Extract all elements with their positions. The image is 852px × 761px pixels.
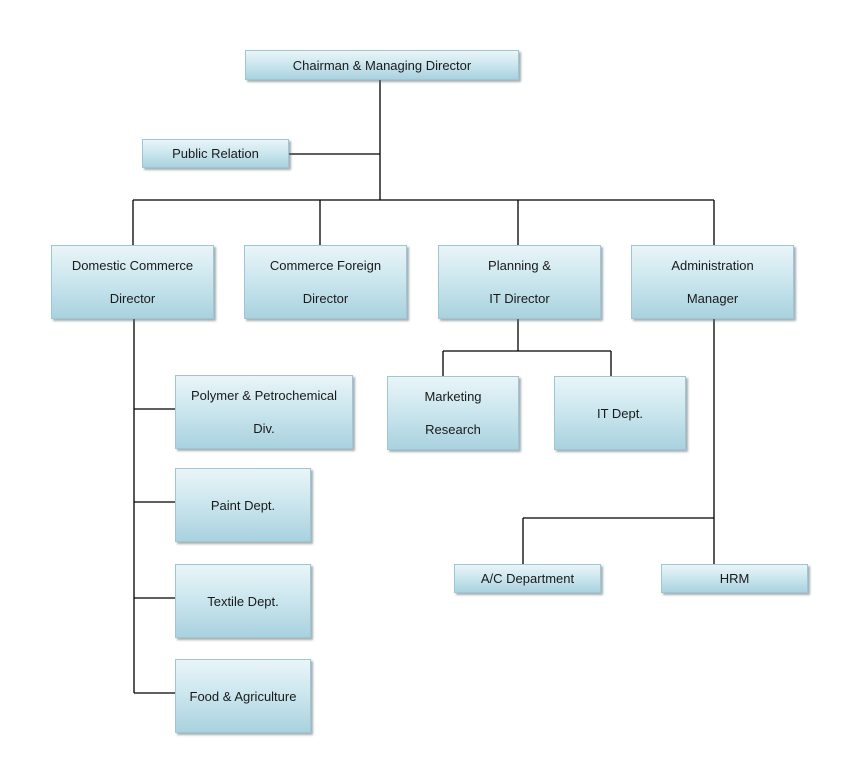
node-public-relation: Public Relation <box>142 139 289 168</box>
node-label-line2: Div. <box>253 421 275 436</box>
node-label-line1: Polymer & Petrochemical <box>191 388 337 403</box>
node-label-line2: Director <box>302 291 349 306</box>
node-label-line2: Director <box>109 291 156 306</box>
node-label-line2: Research <box>425 422 481 437</box>
node-ac-department: A/C Department <box>454 564 601 593</box>
node-label: A/C Department <box>480 571 575 586</box>
node-food-agriculture: Food & Agriculture <box>175 659 311 733</box>
node-marketing-research: Marketing Research <box>387 376 519 450</box>
node-paint-dept: Paint Dept. <box>175 468 311 542</box>
node-label-line1: Administration <box>671 258 754 273</box>
node-label: HRM <box>719 571 750 586</box>
node-administration-manager: Administration Manager <box>631 245 794 319</box>
node-label-line1: Marketing <box>424 389 482 404</box>
node-textile-dept: Textile Dept. <box>175 564 311 638</box>
node-label: Textile Dept. <box>207 593 279 609</box>
node-label: IT Dept. <box>596 405 643 421</box>
node-label: Public Relation <box>172 146 259 161</box>
node-label-line1: Domestic Commerce <box>71 258 194 273</box>
node-planning-it-director: Planning & IT Director <box>438 245 601 319</box>
node-chairman-managing-director: Chairman & Managing Director <box>245 50 519 80</box>
node-it-dept: IT Dept. <box>554 376 686 450</box>
node-label: Food & Agriculture <box>189 688 297 704</box>
node-label: Chairman & Managing Director <box>292 57 472 73</box>
node-hrm: HRM <box>661 564 808 593</box>
node-label: Paint Dept. <box>210 497 276 513</box>
node-label-line1: Planning & <box>488 258 551 273</box>
node-label-line2: IT Director <box>489 291 550 306</box>
node-domestic-commerce-director: Domestic Commerce Director <box>51 245 214 319</box>
node-commerce-foreign-director: Commerce Foreign Director <box>244 245 407 319</box>
node-label-line1: Commerce Foreign <box>269 258 382 273</box>
node-label-line2: Manager <box>686 291 739 306</box>
node-polymer-petrochemical-div: Polymer & Petrochemical Div. <box>175 375 353 449</box>
